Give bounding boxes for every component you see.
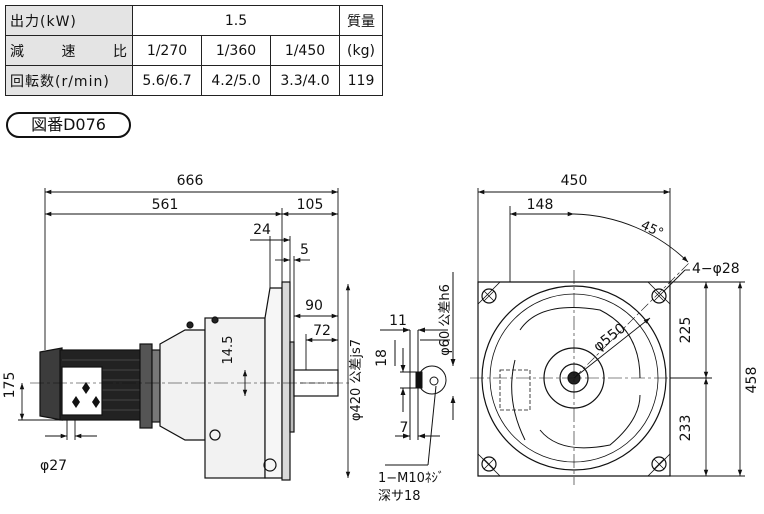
dim-height-175: 175 [2, 372, 18, 399]
dim-shaft-diameter: φ60 公差h6 [438, 284, 453, 356]
dim-72: 72 [313, 323, 331, 339]
speed-value: 4.2/5.0 [201, 65, 271, 96]
mounting-hole [481, 456, 497, 472]
mounting-hole [651, 288, 667, 304]
spec-table: 出力(kW) 1.5 質量 減 速 比 1/270 1/360 1/450 (k… [5, 5, 383, 96]
output-value: 1.5 [132, 5, 340, 36]
dim-pilot-diameter: φ420 公差js7 [349, 339, 364, 421]
dim-11: 11 [389, 313, 407, 329]
side-view [30, 281, 350, 481]
ratio-value: 1/450 [270, 35, 340, 66]
spec-row-output: 出力(kW) 1.5 質量 [5, 5, 383, 36]
dim-body-length: 561 [152, 197, 179, 213]
motor-fan-cover [39, 347, 63, 421]
gear-housing-front [159, 329, 206, 441]
drawing-number-badge: 図番D076 [6, 112, 131, 138]
dim-18: 18 [374, 349, 390, 367]
ratio-value: 1/360 [201, 35, 271, 66]
speed-label: 回転数(r/min) [5, 65, 133, 96]
maker-logo-icon [72, 382, 100, 408]
speed-value: 5.6/6.7 [132, 65, 202, 96]
shaft-end-view [380, 272, 456, 466]
mass-label: 質量 [339, 5, 383, 36]
output-flange [281, 281, 291, 481]
dim-5: 5 [300, 242, 309, 258]
motor-flange [139, 343, 153, 429]
front-view [470, 270, 680, 485]
speed-value: 3.3/4.0 [270, 65, 340, 96]
dim-flange-offset: 105 [297, 197, 324, 213]
dim-14-5: 14.5 [221, 336, 236, 365]
dim-90: 90 [305, 298, 323, 314]
dim-233: 233 [678, 415, 694, 442]
ratio-label: 減 速 比 [5, 35, 133, 66]
dim-angle-45: 45° [638, 218, 665, 241]
dim-height-458: 458 [744, 367, 760, 394]
mass-unit: (kg) [339, 35, 383, 66]
spec-row-ratio: 減 速 比 1/270 1/360 1/450 (kg) [5, 35, 383, 66]
gear-housing [204, 317, 266, 479]
tap-note-thread: 1−M10ﾈｼﾞ [378, 471, 444, 486]
dim-7: 7 [400, 420, 409, 436]
dim-148: 148 [527, 197, 554, 213]
mass-value: 119 [339, 65, 383, 96]
dim-mounting-holes: 4−φ28 [692, 261, 740, 277]
dim-front-width: 450 [561, 173, 588, 189]
tap-note-depth: 深サ18 [378, 489, 421, 504]
dim-24: 24 [253, 222, 271, 238]
mounting-hole [481, 288, 497, 304]
spec-row-speed: 回転数(r/min) 5.6/6.7 4.2/5.0 3.3/4.0 119 [5, 65, 383, 96]
dim-bolt-diameter: φ27 [40, 458, 67, 474]
output-label: 出力(kW) [5, 5, 133, 36]
dim-overall-length: 666 [177, 173, 204, 189]
dim-225: 225 [678, 317, 694, 344]
mounting-hole [651, 456, 667, 472]
